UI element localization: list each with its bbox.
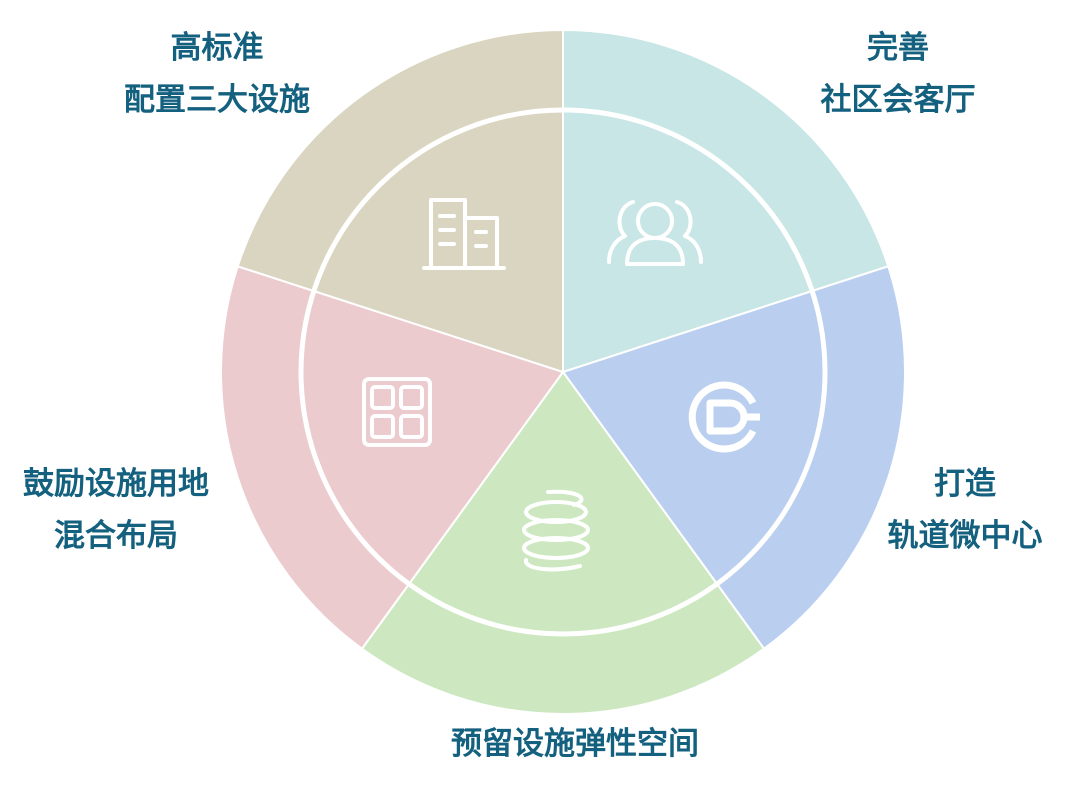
buildings-icon [422,198,506,270]
grid-icon [362,377,432,447]
segment-community [562,28,890,374]
label-elastic-line1: 预留设施弹性空间 [451,726,699,762]
label-mixed-line2: 混合布局 [54,518,178,554]
label-facilities-line1: 高标准 [170,30,264,66]
label-facilities-line2: 配置三大设施 [124,82,310,118]
spring-icon [522,489,590,572]
label-elastic: 预留设施弹性空间 [430,718,720,770]
transit-logo-icon [688,381,760,453]
segment-facilities [236,28,564,374]
segment-elastic [360,370,766,715]
segments-layer [220,28,906,715]
label-community: 完善 社区会客厅 [808,22,988,126]
label-community-line1: 完善 [867,30,929,66]
label-mixed-line1: 鼓励设施用地 [23,466,209,502]
label-mixed: 鼓励设施用地 混合布局 [10,458,222,562]
label-transit: 打造 轨道微中心 [872,458,1058,562]
inner-ring [298,107,828,637]
segment-mixed [220,265,565,651]
people-icon [607,200,703,266]
label-transit-line2: 轨道微中心 [887,518,1043,554]
label-community-line2: 社区会客厅 [820,82,976,118]
segment-transit [561,265,906,651]
label-facilities: 高标准 配置三大设施 [112,22,322,126]
label-transit-line1: 打造 [934,466,996,502]
